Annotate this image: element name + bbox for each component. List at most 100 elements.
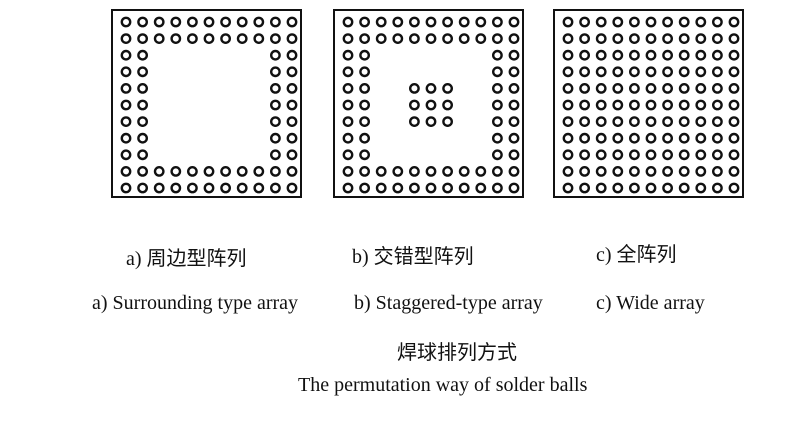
solder-ball — [137, 149, 149, 161]
solder-ball — [562, 99, 574, 111]
solder-ball — [137, 49, 149, 61]
solder-ball — [409, 83, 420, 94]
solder-ball — [253, 33, 265, 45]
solder-ball — [170, 182, 182, 194]
solder-ball — [137, 16, 149, 28]
solder-ball — [475, 182, 487, 194]
solder-ball — [711, 149, 723, 161]
solder-ball — [425, 182, 437, 194]
solder-ball — [695, 16, 707, 28]
solder-ball — [425, 116, 437, 128]
solder-ball — [120, 16, 132, 28]
solder-ball — [645, 165, 657, 177]
solder-ball — [491, 116, 503, 128]
package-c — [553, 9, 744, 198]
solder-ball — [662, 33, 674, 45]
solder-ball — [475, 33, 487, 45]
solder-ball — [711, 182, 723, 194]
solder-ball — [728, 49, 740, 61]
solder-ball — [662, 83, 674, 94]
solder-ball — [695, 132, 707, 144]
solder-ball — [170, 165, 182, 177]
solder-ball — [645, 182, 657, 194]
solder-ball — [120, 66, 132, 78]
solder-ball — [392, 16, 404, 28]
solder-ball — [629, 149, 640, 161]
solder-ball — [137, 116, 149, 128]
solder-ball — [508, 99, 520, 111]
solder-ball — [491, 132, 503, 144]
solder-ball — [153, 165, 165, 177]
solder-ball — [562, 16, 574, 28]
solder-ball — [153, 16, 165, 28]
solder-ball — [711, 165, 723, 177]
solder-ball — [120, 33, 132, 45]
solder-ball — [579, 33, 591, 45]
solder-ball — [579, 149, 591, 161]
solder-ball — [220, 16, 232, 28]
solder-ball — [612, 33, 624, 45]
solder-ball — [137, 83, 149, 94]
solder-ball — [695, 149, 707, 161]
solder-ball — [579, 116, 591, 128]
solder-ball — [269, 165, 281, 177]
solder-ball — [579, 83, 591, 94]
solder-ball — [508, 16, 520, 28]
solder-ball — [137, 99, 149, 111]
solder-ball — [269, 99, 281, 111]
solder-ball — [562, 149, 574, 161]
solder-ball — [491, 33, 503, 45]
solder-ball — [579, 66, 591, 78]
solder-ball — [728, 16, 740, 28]
solder-ball — [678, 16, 690, 28]
solder-ball — [359, 66, 371, 78]
solder-ball — [579, 99, 591, 111]
solder-ball — [359, 16, 371, 28]
solder-ball — [662, 132, 674, 144]
solder-ball — [269, 83, 281, 94]
label-en-b: b) Staggered-type array — [354, 292, 543, 314]
solder-ball — [137, 165, 149, 177]
solder-ball — [187, 33, 198, 45]
solder-ball — [579, 132, 591, 144]
solder-ball — [236, 16, 248, 28]
solder-ball — [728, 66, 740, 78]
solder-ball — [728, 149, 740, 161]
solder-ball — [269, 182, 281, 194]
solder-ball — [595, 33, 607, 45]
solder-ball — [508, 83, 520, 94]
solder-ball — [678, 99, 690, 111]
solder-ball — [629, 83, 640, 94]
solder-ball — [645, 33, 657, 45]
solder-ball — [286, 182, 298, 194]
solder-ball — [475, 16, 487, 28]
solder-ball — [662, 16, 674, 28]
solder-ball — [629, 49, 640, 61]
solder-ball — [375, 16, 387, 28]
solder-ball — [220, 33, 232, 45]
solder-ball — [612, 66, 624, 78]
solder-ball — [342, 116, 354, 128]
solder-ball — [579, 165, 591, 177]
solder-ball — [425, 16, 437, 28]
solder-ball — [491, 49, 503, 61]
package-a — [111, 9, 302, 198]
solder-ball — [120, 99, 132, 111]
solder-ball — [728, 165, 740, 177]
solder-ball — [286, 165, 298, 177]
solder-ball — [120, 116, 132, 128]
caption-cn: 焊球排列方式 — [397, 342, 517, 364]
solder-ball — [153, 182, 165, 194]
solder-ball — [711, 99, 723, 111]
caption-en: The permutation way of solder balls — [298, 374, 588, 396]
solder-ball — [508, 149, 520, 161]
solder-ball — [475, 165, 487, 177]
solder-ball — [678, 132, 690, 144]
solder-ball — [359, 116, 371, 128]
label-cn-b: b) 交错型阵列 — [352, 246, 474, 268]
solder-ball — [662, 165, 674, 177]
solder-ball — [678, 149, 690, 161]
solder-ball — [645, 149, 657, 161]
solder-ball — [711, 116, 723, 128]
solder-ball — [629, 182, 640, 194]
